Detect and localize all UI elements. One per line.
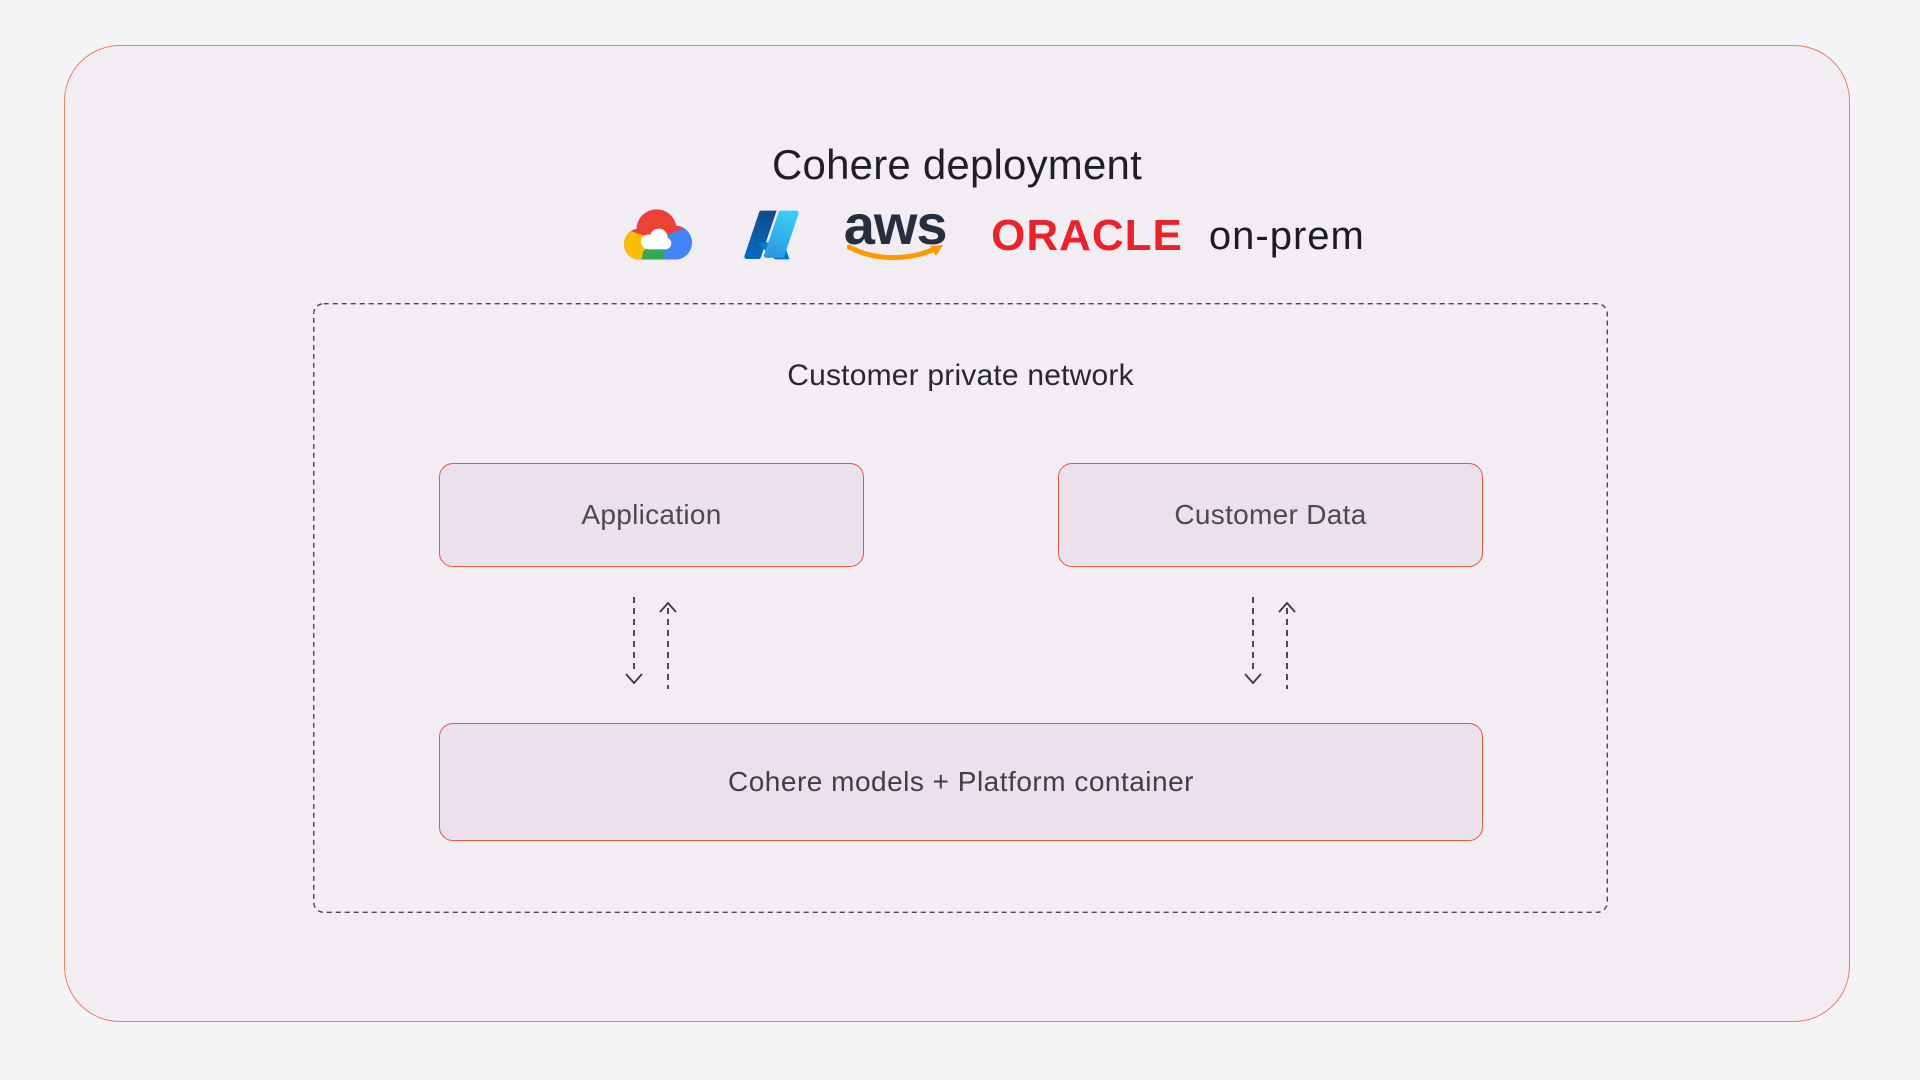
bidirectional-arrow-left [625, 597, 677, 689]
provider-logo-row: aws ORACLE on-prem [101, 193, 1885, 268]
cohere-deployment-panel: Cohere deployment [64, 45, 1850, 1022]
aws-wordmark: aws [843, 193, 948, 256]
customer-data-box: Customer Data [1058, 463, 1483, 567]
aws-smile-icon [846, 244, 943, 261]
application-box: Application [439, 463, 864, 567]
customer-private-network: Customer private network Application Cus… [313, 303, 1608, 913]
platform-container-box: Cohere models + Platform container [439, 723, 1483, 841]
network-title: Customer private network [787, 359, 1134, 392]
on-prem-label: on-prem [1208, 213, 1365, 258]
bidirectional-arrow-right [1244, 597, 1296, 689]
dashed-border [313, 303, 1608, 913]
page-title: Cohere deployment [772, 141, 1142, 188]
oracle-wordmark: ORACLE [991, 211, 1183, 260]
oracle-onprem-group: ORACLE on-prem [991, 211, 1365, 261]
platform-container-label: Cohere models + Platform container [728, 766, 1194, 797]
application-label: Application [581, 499, 722, 530]
aws-logo: aws [843, 193, 948, 264]
azure-icon [744, 210, 799, 260]
google-cloud-icon [624, 209, 693, 260]
customer-data-label: Customer Data [1174, 499, 1367, 530]
